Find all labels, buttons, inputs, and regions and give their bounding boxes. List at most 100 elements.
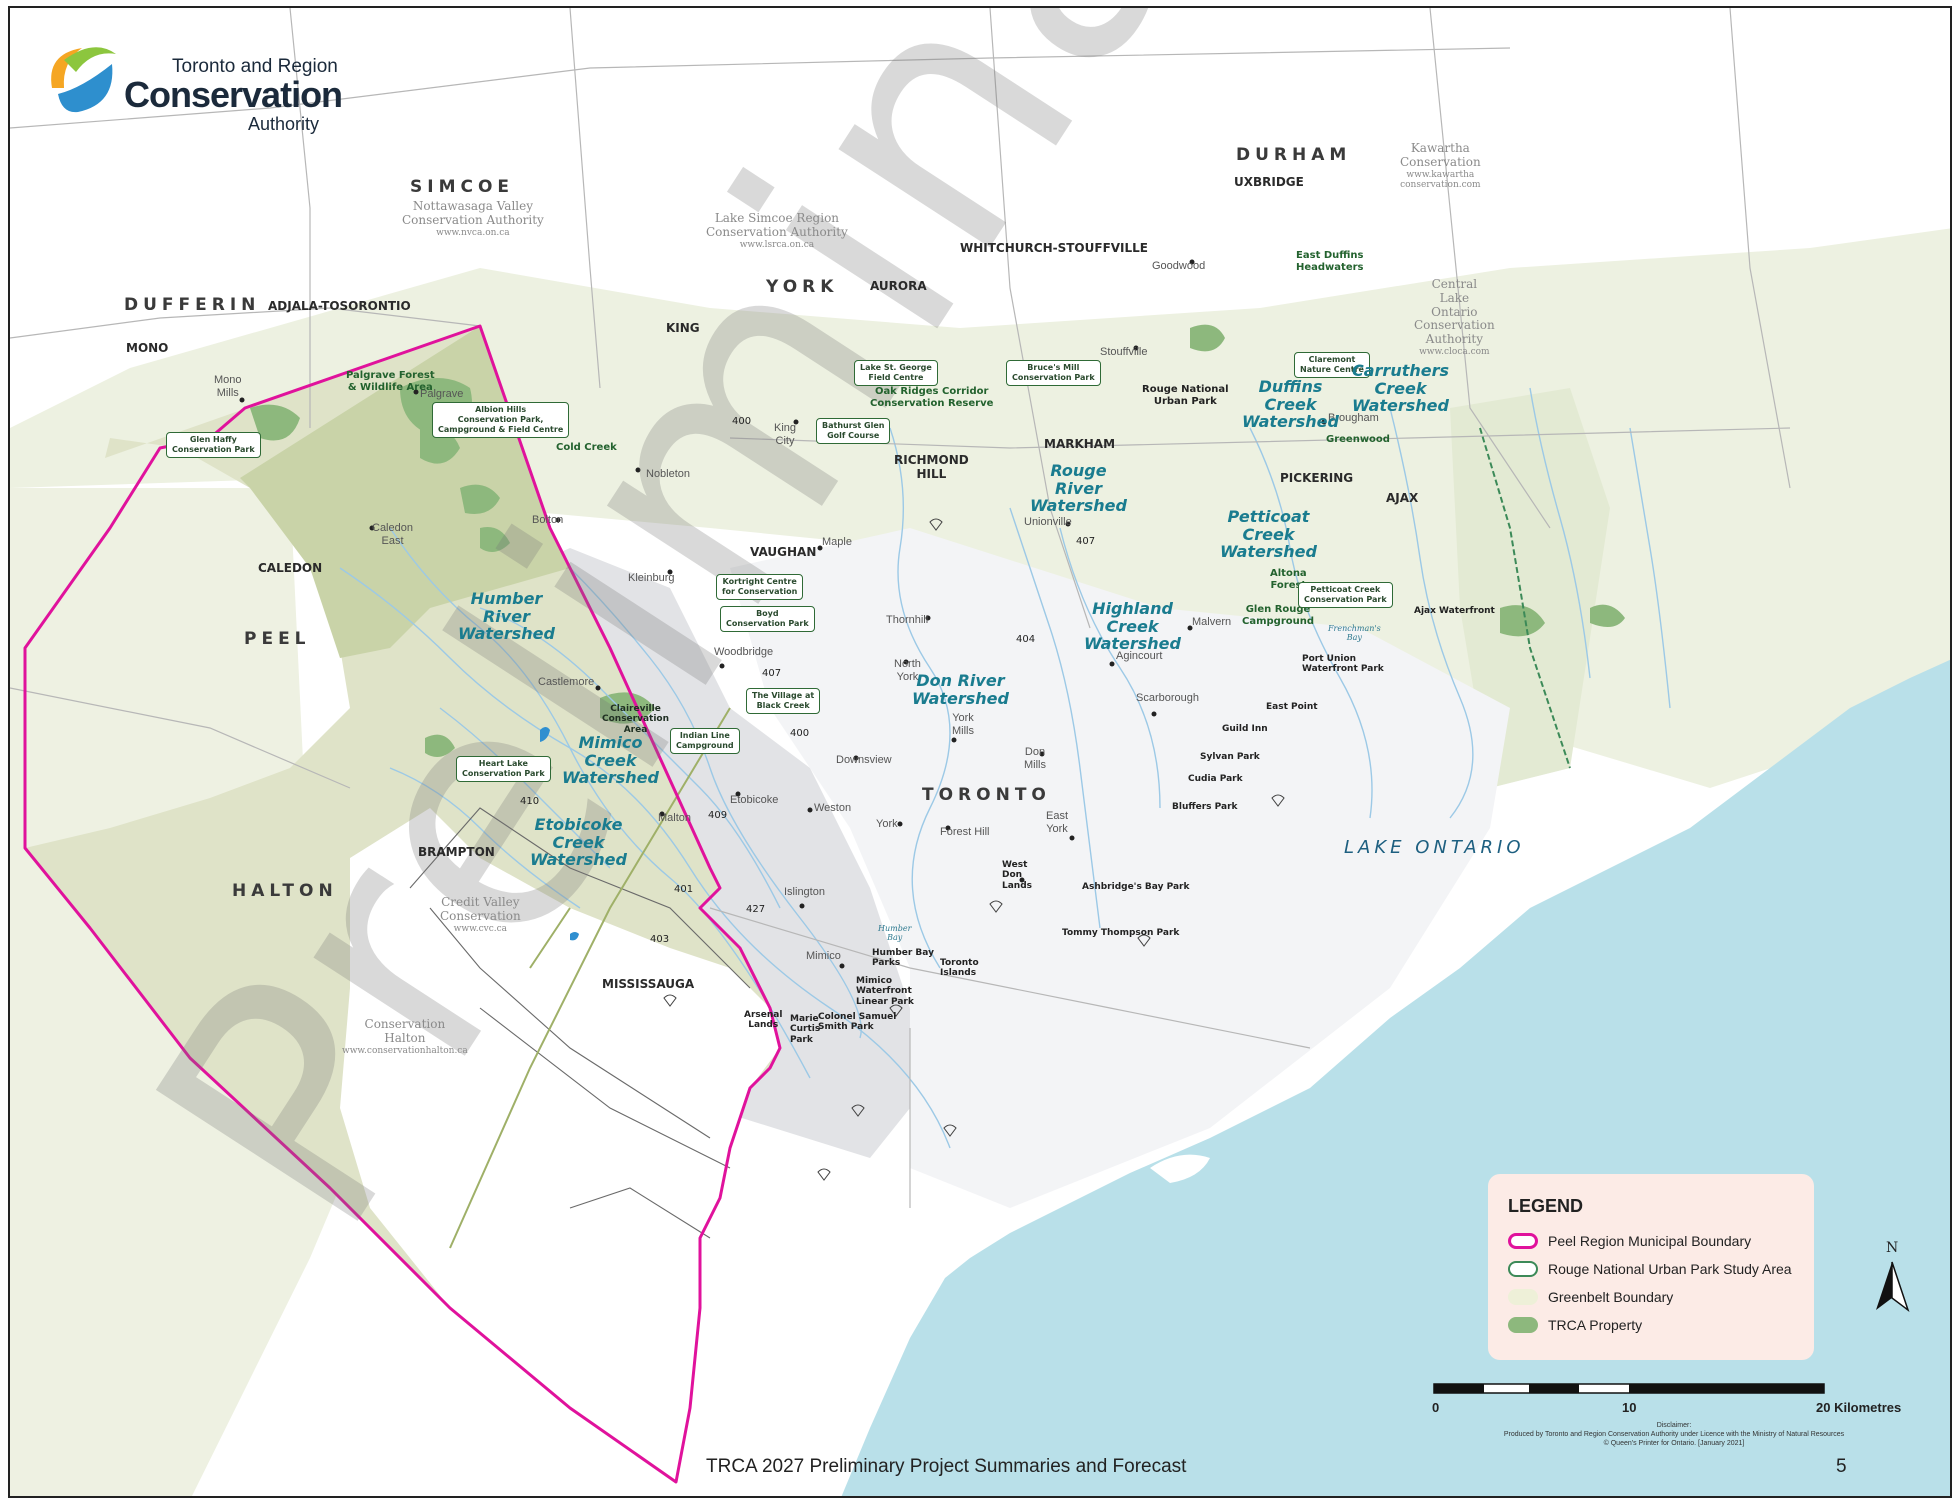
shore-port-union: Port Union Waterfront Park	[1302, 654, 1384, 675]
muni-uxbridge: UXBRIDGE	[1234, 175, 1304, 189]
authority-halton-name: Conservation Halton	[364, 1017, 446, 1045]
place-etobicoke: Etobicoke	[730, 794, 779, 806]
muni-adjala: ADJALA-TOSORONTIO	[268, 299, 411, 313]
legend-label-greenbelt: Greenbelt Boundary	[1548, 1289, 1674, 1305]
map-frame: Preliminary SIMCOE DUFFERIN YORK DURHAM …	[8, 6, 1952, 1498]
place-bolton: Bolton	[532, 514, 564, 526]
green-glen-rouge: Glen Rouge Campground	[1242, 604, 1315, 627]
place-stouffville: Stouffville	[1100, 346, 1148, 358]
facility-lake-st-george: Lake St. George Field Centre	[854, 360, 938, 386]
place-mimico: Mimico	[806, 950, 841, 962]
muni-mississauga: MISSISSAUGA	[602, 977, 695, 991]
legend-label-peel-boundary: Peel Region Municipal Boundary	[1548, 1233, 1752, 1249]
shore-bluffers-park: Bluffers Park	[1172, 802, 1238, 812]
authority-lsrca-url: www.lsrca.on.ca	[739, 239, 815, 250]
place-east-york: East York	[1046, 810, 1069, 835]
place-malvern: Malvern	[1192, 616, 1232, 628]
shore-toronto-islands: Toronto Islands	[940, 958, 979, 979]
highway-401: 401	[674, 884, 694, 895]
legend-swatch-peel-boundary	[1508, 1233, 1538, 1249]
authority-lsrca-name: Lake Simcoe Region Conservation Authorit…	[706, 211, 848, 239]
logo-line-2: Conservation	[124, 74, 343, 115]
peel-region-boundary	[23, 324, 782, 1484]
place-woodbridge: Woodbridge	[714, 646, 774, 658]
place-king-city: King City	[774, 422, 797, 447]
map-base	[10, 8, 1950, 1496]
authority-cloca: Central Lake Ontario Conservation Author…	[1414, 277, 1495, 357]
legend-swatch-trca-property	[1508, 1317, 1538, 1333]
shore-cudia-park: Cudia Park	[1188, 774, 1243, 784]
highway-427: 427	[746, 904, 766, 915]
region-durham: DURHAM	[1236, 145, 1352, 165]
place-malton: Malton	[658, 812, 692, 824]
authority-cloca-url: www.cloca.com	[1419, 346, 1490, 357]
facility-kortright: Kortright Centre for Conservation	[716, 574, 804, 600]
muni-richmond-hill: RICHMOND HILL	[894, 453, 969, 481]
authority-kawartha-name: Kawartha Conservation	[1400, 141, 1481, 169]
place-weston: Weston	[814, 802, 852, 814]
place-north-york: North York	[894, 658, 921, 683]
muni-brampton: BRAMPTON	[418, 845, 495, 859]
authority-nvca-name: Nottawasaga Valley Conservation Authorit…	[402, 199, 544, 227]
facility-claireville: Claireville Conservation Area	[602, 704, 670, 735]
highway-400-south: 400	[790, 728, 810, 739]
humber-bay-label: Humber Bay	[878, 924, 912, 943]
watershed-rouge: Rouge River Watershed	[1030, 461, 1127, 516]
trca-property-patches	[250, 324, 1625, 757]
facility-heart-lake: Heart Lake Conservation Park	[456, 756, 551, 782]
scale-bar: 0 10 20 Kilometres	[1432, 1382, 1901, 1422]
authority-cvc: Credit Valley Conservation www.cvc.ca	[440, 895, 521, 934]
rivers	[339, 387, 1671, 1149]
shore-colonel-samuel-smith: Colonel Samuel Smith Park	[818, 1012, 897, 1033]
watershed-mimico: Mimico Creek Watershed	[562, 733, 659, 788]
facility-indian-line: Indian Line Campground	[670, 728, 740, 754]
greenbelt-lines	[449, 707, 731, 1249]
muni-ajax: AJAX	[1386, 491, 1419, 505]
shore-humber-bay-parks: Humber Bay Parks	[872, 948, 934, 969]
green-palgrave-forest: Palgrave Forest & Wildlife Area	[346, 370, 435, 393]
muni-caledon: CALEDON	[258, 561, 323, 575]
highway-404: 404	[1016, 634, 1036, 645]
shore-sylvan-park: Sylvan Park	[1200, 752, 1260, 762]
peel-internal-boundaries	[409, 807, 751, 1239]
place-kleinburg: Kleinburg	[628, 572, 675, 584]
page-number: 5	[1836, 1456, 1847, 1477]
rouge-study-area-line	[1479, 427, 1571, 769]
place-york-mills: York Mills	[952, 712, 974, 737]
north-arrow: N	[1872, 1240, 1912, 1320]
legend-swatch-rouge-study-area	[1508, 1261, 1538, 1277]
urban-peel	[340, 808, 780, 1482]
place-goodwood: Goodwood	[1152, 260, 1206, 272]
authority-kawartha-url: www.kawartha conservation.com	[1400, 169, 1481, 190]
watershed-petticoat: Petticoat Creek Watershed	[1220, 507, 1317, 562]
facility-petticoat-creek: Petticoat Creek Conservation Park	[1298, 582, 1393, 608]
region-halton: HALTON	[232, 881, 338, 901]
facility-bruces-mill: Bruce's Mill Conservation Park	[1006, 360, 1101, 386]
place-don-mills: Don Mills	[1024, 746, 1046, 771]
authority-kawartha: Kawartha Conservation www.kawartha conse…	[1400, 141, 1481, 190]
place-islington: Islington	[784, 886, 825, 898]
highway-407-west: 407	[762, 668, 782, 679]
green-oak-ridges: Oak Ridges Corridor Conservation Reserve	[870, 386, 994, 409]
authority-nvca-url: www.nvca.on.ca	[436, 227, 510, 238]
authority-nvca: Nottawasaga Valley Conservation Authorit…	[402, 199, 544, 238]
shore-mimico-waterfront: Mimico Waterfront Linear Park	[856, 976, 914, 1007]
place-forest-hill: Forest Hill	[940, 826, 990, 838]
place-nobleton: Nobleton	[646, 468, 691, 480]
place-palgrave: Palgrave	[420, 388, 464, 400]
legend-title: LEGEND	[1508, 1196, 1584, 1216]
region-york: YORK	[766, 277, 839, 297]
place-marie-curtis-park: Marie Curtis Park	[790, 1014, 821, 1045]
shore-east-point: East Point	[1266, 702, 1318, 712]
muni-whitchurch: WHITCHURCH-STOUFFVILLE	[960, 241, 1149, 255]
green-greenwood: Greenwood	[1326, 434, 1390, 445]
disclaimer: Disclaimer: Produced by Toronto and Regi…	[1503, 1422, 1845, 1447]
legend: LEGEND Peel Region Municipal Boundary Ro…	[1488, 1174, 1814, 1360]
authority-cvc-url: www.cvc.ca	[453, 923, 508, 934]
shore-ashbridges-bay: Ashbridge's Bay Park	[1082, 882, 1190, 892]
highway-403: 403	[650, 934, 670, 945]
footer-title: TRCA 2027 Preliminary Project Summaries …	[706, 1456, 1187, 1477]
watershed-don: Don River Watershed	[912, 671, 1009, 708]
authority-halton-url: www.conservationhalton.ca	[342, 1045, 468, 1056]
green-rouge-park: Rouge National Urban Park	[1142, 384, 1229, 407]
